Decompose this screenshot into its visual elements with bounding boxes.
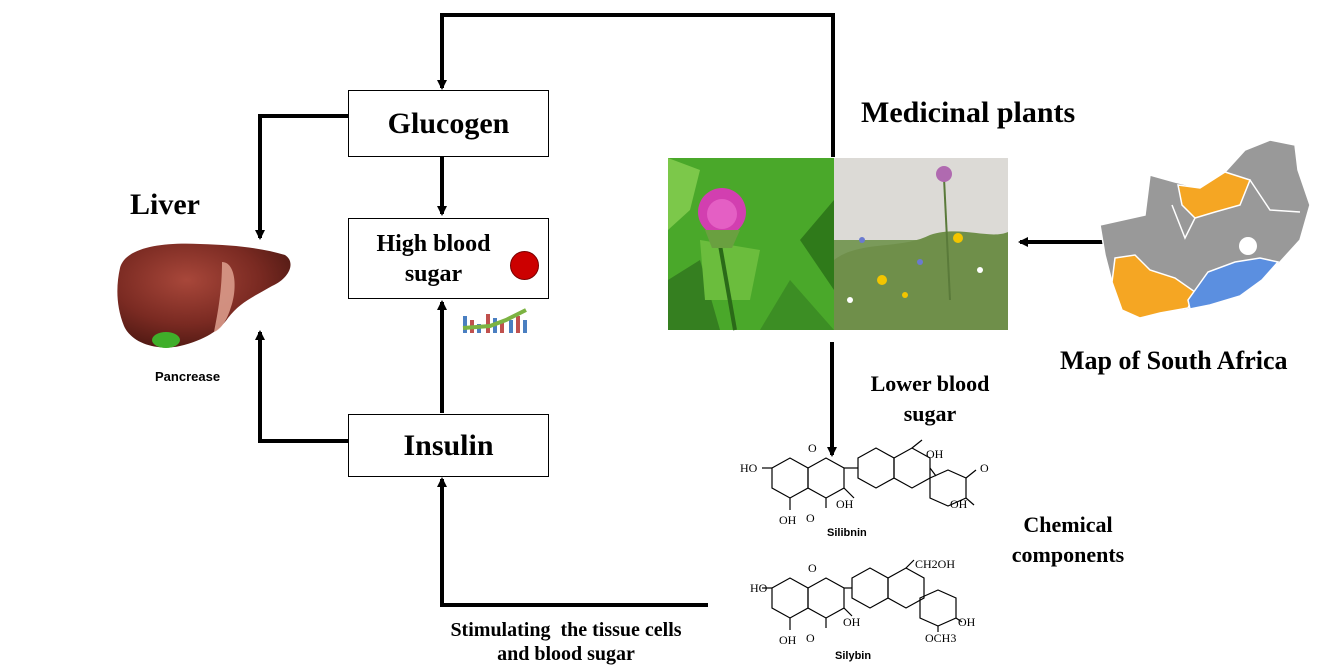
arrow-chemicals-to-insulin xyxy=(437,477,708,607)
arrow-plants-to-glucogen xyxy=(437,13,835,157)
insulin-label: Insulin xyxy=(403,428,494,462)
red-dot-icon xyxy=(510,251,539,280)
glucogen-label: Glucogen xyxy=(387,106,510,140)
map-of-south-africa-label: Map of South Africa xyxy=(1060,346,1288,375)
stimulating-caption: Stimulating the tissue cells and blood s… xyxy=(450,619,687,665)
pancreas-label: Pancrease xyxy=(155,369,221,384)
glucogen-box: Glucogen xyxy=(348,90,549,157)
liver-title: Liver xyxy=(130,188,200,221)
high-blood-sugar-box: High blood sugar xyxy=(348,218,549,299)
medicinal-plants-title: Medicinal plants xyxy=(861,96,1076,129)
insulin-box: Insulin xyxy=(348,414,549,477)
lower-blood-sugar-label: Lower blood sugar xyxy=(870,371,990,426)
high-blood-sugar-label: High blood sugar xyxy=(376,230,491,287)
arrow-insulin-to-liver xyxy=(255,330,348,443)
chemical-components-label: Chemical components xyxy=(1011,512,1125,567)
arrow-glucogen-to-liver xyxy=(255,114,348,240)
